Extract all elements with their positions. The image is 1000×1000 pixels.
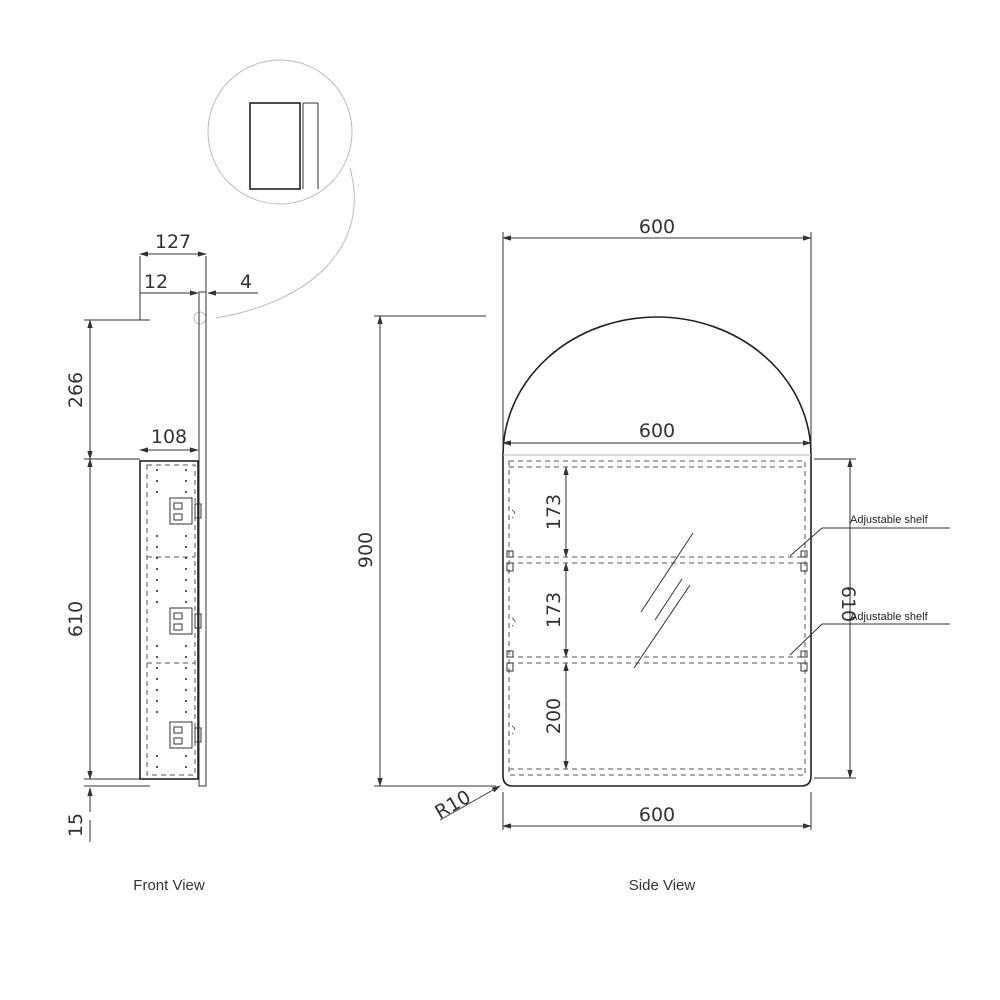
door-panel (198, 291, 207, 787)
pin-hole (184, 556, 188, 560)
hinge-3 (169, 721, 202, 749)
pin-hole (155, 468, 159, 472)
pin-hole (184, 765, 188, 769)
inner-cavity (508, 460, 806, 776)
shelf-1-leader (789, 527, 823, 557)
dim-text-600-top: 600 (639, 216, 675, 238)
caption-front-view: Front View (133, 877, 205, 894)
pin-hole (155, 754, 159, 758)
side-view: 600 600 600 900 610 173 173 200 R10 Adju (355, 216, 950, 894)
pin-hole (155, 710, 159, 714)
shelf-pin-holes (155, 468, 188, 769)
pin-hole (184, 468, 188, 472)
pin-hole (155, 479, 159, 483)
pin-hole (184, 754, 188, 758)
pin-hole (184, 710, 188, 714)
dim-text-610-side: 610 (837, 586, 859, 622)
detail-callout (193, 59, 355, 325)
pin-hole (155, 600, 159, 604)
dim-text-610-front: 610 (65, 601, 87, 637)
pin-hole (184, 534, 188, 538)
dim-text-4: 4 (240, 271, 252, 293)
pin-hole (184, 578, 188, 582)
pin-hole (184, 600, 188, 604)
dim-text-600-mid: 600 (639, 420, 675, 442)
pin-hole (155, 666, 159, 670)
dim-text-266: 266 (65, 372, 87, 408)
pin-hole (155, 765, 159, 769)
pin-hole (155, 677, 159, 681)
pin-hole (184, 567, 188, 571)
caption-side-view: Side View (629, 877, 696, 894)
note-adjustable-shelf-1: Adjustable shelf (850, 514, 929, 526)
radius-leader (439, 785, 501, 821)
pin-hole (155, 556, 159, 560)
detail-marker (193, 311, 207, 325)
pin-hole (184, 545, 188, 549)
dim-text-108: 108 (151, 426, 187, 448)
front-view: 127 12 4 (65, 231, 258, 894)
dim-text-600-bottom: 600 (639, 804, 675, 826)
pin-hole (155, 567, 159, 571)
detail-body-edge (249, 102, 301, 190)
pin-hole (155, 699, 159, 703)
mirror-reflection-2 (654, 578, 683, 621)
pin-hole (184, 644, 188, 648)
pin-hole (155, 545, 159, 549)
dim-text-15: 15 (65, 813, 87, 837)
pin-hole (155, 644, 159, 648)
pin-hole (184, 677, 188, 681)
dim-text-12: 12 (144, 271, 168, 293)
shelf-2-leader (789, 623, 823, 656)
cabinet-body (139, 460, 199, 780)
pin-hole (184, 479, 188, 483)
dim-text-127: 127 (155, 231, 191, 253)
pin-hole (155, 578, 159, 582)
pin-hole (184, 688, 188, 692)
detail-leader (215, 167, 355, 319)
cabinet-inner (146, 464, 196, 776)
pin-hole (155, 534, 159, 538)
pin-hole (155, 490, 159, 494)
pin-hole (184, 655, 188, 659)
pin-hole (155, 589, 159, 593)
pin-hole (155, 655, 159, 659)
dim-text-173-top: 173 (543, 494, 565, 530)
note-adjustable-shelf-2: Adjustable shelf (850, 611, 929, 623)
pin-hole (184, 666, 188, 670)
dim-text-900: 900 (355, 532, 377, 568)
hinge-2 (169, 607, 202, 635)
dim-text-r10: R10 (431, 786, 474, 824)
detail-circle (207, 59, 353, 205)
mirror-reflection-1 (640, 532, 694, 613)
pin-hole (155, 688, 159, 692)
pin-hole (184, 699, 188, 703)
dim-text-173-mid: 173 (543, 592, 565, 628)
pin-hole (184, 490, 188, 494)
mirror-reflection-3 (633, 584, 691, 669)
hinge-1 (169, 497, 202, 525)
pin-hole (184, 589, 188, 593)
cabinet-outline (502, 316, 812, 787)
dim-text-200: 200 (543, 698, 565, 734)
